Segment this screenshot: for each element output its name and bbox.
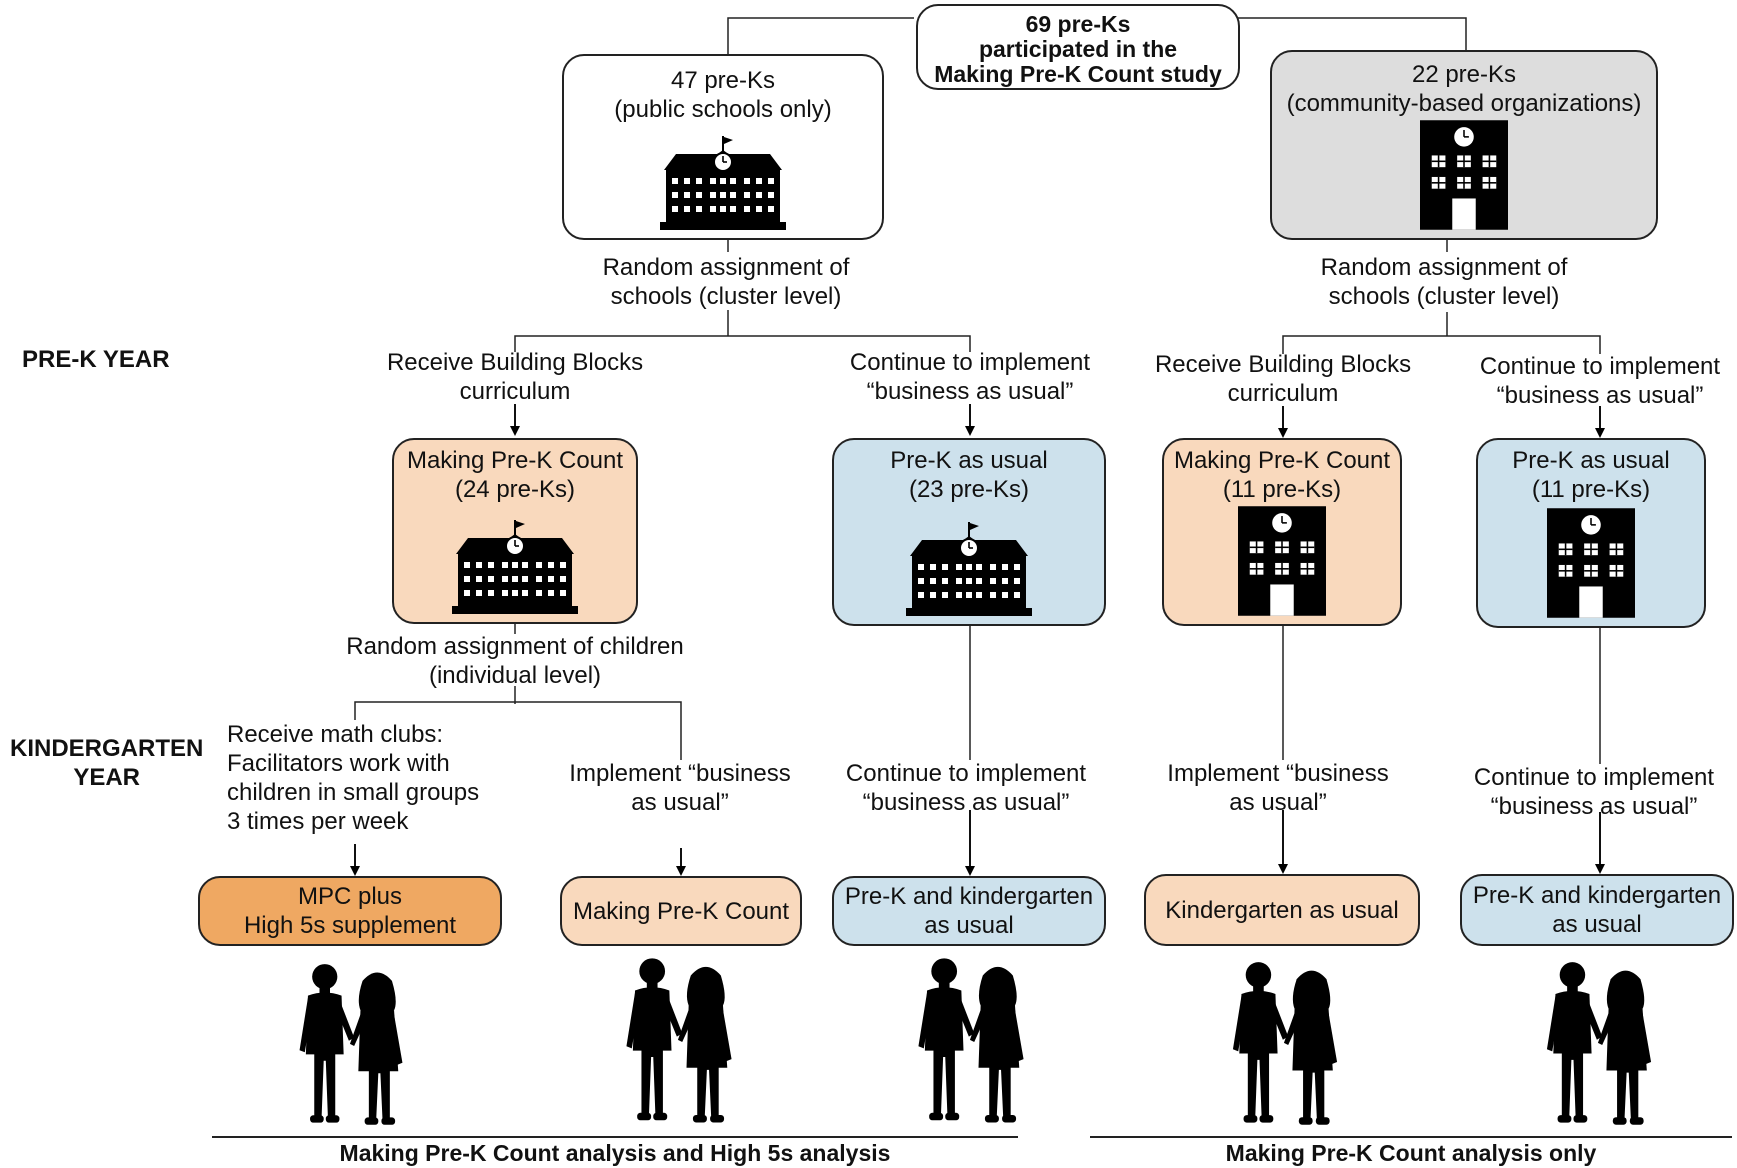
public-schools-line2: (public schools only) <box>614 96 832 123</box>
public-schools-node: 47 pre-Ks (public schools only) <box>562 54 884 240</box>
random-assignment-schools-right: Random assignment of schools (cluster le… <box>1321 253 1568 311</box>
prek-box-line1: Pre-K as usual <box>1512 447 1670 474</box>
random-children-line1: Random assignment of children <box>346 633 684 660</box>
math-clubs-line4: 3 times per week <box>227 808 409 835</box>
kindergarten-year-label: KINDERGARTEN YEAR <box>10 734 203 792</box>
public-school-building-icon <box>442 520 588 614</box>
bau-right-line1: Continue to implement <box>1479 353 1721 380</box>
community-orgs-node: 22 pre-Ks (community-based organizations… <box>1270 50 1658 240</box>
cont-right-line2: “business as usual” <box>1490 793 1698 820</box>
outcome-box-mpc-high5s: MPC plus High 5s supplement <box>198 876 502 946</box>
random-schools-left-line1: Random assignment of <box>602 254 850 281</box>
outcome-box-prek-k-usual-right: Pre-K and kindergarten as usual <box>1460 874 1734 946</box>
math-clubs-line3: children in small groups <box>227 779 480 806</box>
children-silhouette-icon <box>620 956 738 1128</box>
impl-left-line1: Implement “business <box>569 760 791 787</box>
random-children-line2: (individual level) <box>428 662 602 689</box>
bb-right-line2: curriculum <box>1227 380 1339 407</box>
community-building-icon <box>1238 506 1326 616</box>
public-school-building-icon <box>650 136 796 230</box>
prek-box-usual-cbo: Pre-K as usual (11 pre-Ks) <box>1476 438 1706 628</box>
cont-left-line1: Continue to implement <box>845 760 1087 787</box>
math-clubs-line1: Receive math clubs: <box>227 721 444 748</box>
footer-label-left: Making Pre-K Count analysis and High 5s … <box>212 1140 1018 1167</box>
prek-box-usual-public: Pre-K as usual (23 pre-Ks) <box>832 438 1106 626</box>
random-assignment-children: Random assignment of children (individua… <box>346 632 684 690</box>
bb-left-line1: Receive Building Blocks <box>386 349 644 376</box>
children-silhouette-icon <box>292 962 410 1130</box>
footer-label-right: Making Pre-K Count analysis only <box>1090 1140 1732 1167</box>
public-schools-line1: 47 pre-Ks <box>670 67 776 94</box>
prek-box-line1: Making Pre-K Count <box>1173 447 1391 474</box>
children-silhouette-icon <box>1226 960 1344 1130</box>
footer-rule-left <box>212 1136 1018 1138</box>
implement-business-label-right: Implement “business as usual” <box>1167 759 1388 817</box>
building-blocks-label-left: Receive Building Blocks curriculum <box>387 348 643 406</box>
footer-left-text: Making Pre-K Count analysis and High 5s … <box>339 1140 891 1166</box>
community-building-icon <box>1420 120 1508 230</box>
impl-right-line1: Implement “business <box>1167 760 1389 787</box>
community-orgs-line2: (community-based organizations) <box>1286 90 1642 117</box>
continue-business-label-right: Continue to implement “business as usual… <box>1474 763 1714 821</box>
outcome-line1: Pre-K and kindergarten <box>844 883 1094 910</box>
outcome-box-prek-k-usual-left: Pre-K and kindergarten as usual <box>832 876 1106 946</box>
outcome-box-mpc: Making Pre-K Count <box>560 876 802 946</box>
bau-left-line1: Continue to implement <box>849 349 1091 376</box>
random-schools-left-line2: schools (cluster level) <box>610 283 842 310</box>
business-as-usual-label-left: Continue to implement “business as usual… <box>850 348 1090 406</box>
root-line3: Making Pre-K Count study <box>934 61 1222 87</box>
children-silhouette-icon <box>1540 960 1658 1130</box>
prek-year-label: PRE-K YEAR <box>22 345 170 374</box>
footer-right-text: Making Pre-K Count analysis only <box>1225 1140 1597 1166</box>
outcome-line2: High 5s supplement <box>243 912 457 939</box>
random-assignment-schools-left: Random assignment of schools (cluster le… <box>603 253 850 311</box>
prek-year-text: PRE-K YEAR <box>22 346 170 373</box>
kindergarten-year-line1: KINDERGARTEN <box>10 735 204 762</box>
prek-box-line1: Pre-K as usual <box>890 447 1048 474</box>
prek-box-line2: (23 pre-Ks) <box>908 476 1030 503</box>
outcome-line1: Kindergarten as usual <box>1165 896 1399 924</box>
prek-box-line2: (11 pre-Ks) <box>1531 476 1651 503</box>
footer-rule-right <box>1090 1136 1732 1138</box>
outcome-line1: Making Pre-K Count <box>572 897 790 925</box>
random-schools-right-line2: schools (cluster level) <box>1328 283 1560 310</box>
continue-business-label-left: Continue to implement “business as usual… <box>846 759 1086 817</box>
outcome-line2: as usual <box>924 912 1014 939</box>
root-line2: participated in the <box>978 36 1178 62</box>
bb-right-line1: Receive Building Blocks <box>1154 351 1412 378</box>
outcome-box-k-usual: Kindergarten as usual <box>1144 874 1420 946</box>
children-silhouette-icon <box>912 956 1030 1128</box>
prek-box-line1: Making Pre-K Count <box>406 447 624 474</box>
building-blocks-label-right: Receive Building Blocks curriculum <box>1155 350 1411 408</box>
outcome-line2: as usual <box>1552 911 1642 938</box>
outcome-line1: Pre-K and kindergarten <box>1472 882 1722 909</box>
prek-box-line2: (24 pre-Ks) <box>454 476 576 503</box>
bau-left-line2: “business as usual” <box>866 378 1074 405</box>
prek-box-mpc-cbo: Making Pre-K Count (11 pre-Ks) <box>1162 438 1402 626</box>
math-clubs-line2: Facilitators work with <box>227 750 450 777</box>
public-school-building-icon <box>896 522 1042 616</box>
cont-left-line2: “business as usual” <box>862 789 1070 816</box>
root-node: 69 pre-Ks participated in the Making Pre… <box>916 4 1240 90</box>
bb-left-line2: curriculum <box>459 378 571 405</box>
kindergarten-year-line2: YEAR <box>73 764 141 791</box>
community-orgs-line1: 22 pre-Ks <box>1411 61 1517 88</box>
prek-box-line2: (11 pre-Ks) <box>1222 476 1342 503</box>
root-line1: 69 pre-Ks <box>1025 11 1131 37</box>
cont-right-line1: Continue to implement <box>1473 764 1715 791</box>
impl-left-line2: as usual” <box>631 789 729 816</box>
outcome-line1: MPC plus <box>297 883 403 910</box>
business-as-usual-label-right: Continue to implement “business as usual… <box>1480 352 1720 410</box>
math-clubs-label: Receive math clubs: Facilitators work wi… <box>227 720 479 836</box>
prek-box-mpc-public: Making Pre-K Count (24 pre-Ks) <box>392 438 638 624</box>
impl-right-line2: as usual” <box>1229 789 1327 816</box>
community-building-icon <box>1547 508 1635 618</box>
bau-right-line2: “business as usual” <box>1496 382 1704 409</box>
random-schools-right-line1: Random assignment of <box>1320 254 1568 281</box>
implement-business-label-left: Implement “business as usual” <box>569 759 790 817</box>
